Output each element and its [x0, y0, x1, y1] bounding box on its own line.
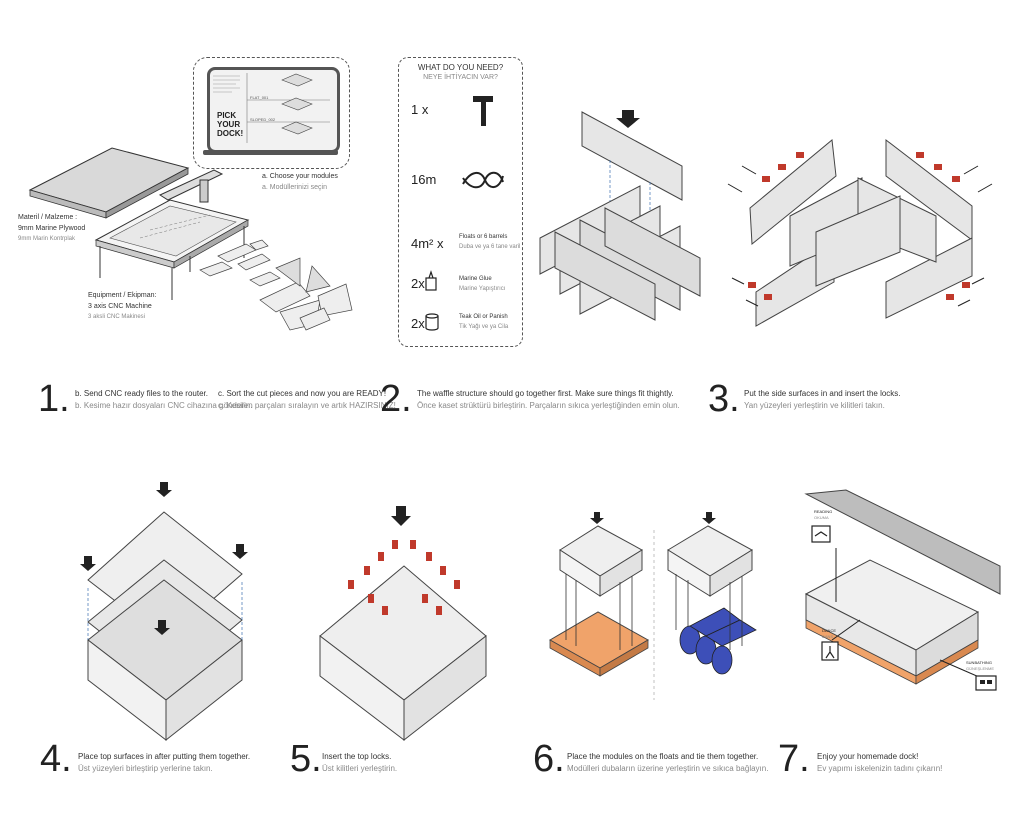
need-oil-en: Teak Oil or Panish — [459, 314, 508, 320]
requirements-title-tr: NEYE İHTİYACIN VAR? — [423, 74, 498, 81]
step1-b-tr: b. Kesime hazır dosyaları CNC cihazına g… — [75, 401, 253, 410]
step2-tr: Önce kaset strüktürü birleştirin. Parçal… — [417, 401, 680, 410]
equipment-en: 3 axis CNC Machine — [88, 303, 152, 310]
step7-tr: Ev yapımı iskelenizin tadını çıkarın! — [817, 764, 943, 773]
activity-reading-en: READING — [814, 509, 833, 514]
step2-number: 2. — [380, 378, 412, 420]
rope-icon — [462, 171, 504, 189]
step1-number: 1. — [38, 378, 70, 420]
pick-your-dock-text: PICK YOUR DOCK! — [217, 111, 244, 138]
need-qty-glue: 2x — [411, 276, 425, 291]
step3-tr: Yan yüzeyleri yerleştirin ve kilitleri t… — [744, 401, 885, 410]
activity-sunbathing-tr: GÜNEŞLENME — [966, 666, 995, 671]
activity-dance-tr: DANS — [822, 634, 834, 639]
step1-b-en: b. Send CNC ready files to the router. — [75, 389, 208, 398]
need-floats-tr: Duba ve ya 6 tane varil — [459, 244, 521, 250]
choose-modules-en: a. Choose your modules — [262, 173, 338, 180]
glue-bottle-icon — [425, 270, 437, 291]
step6-number: 6. — [533, 738, 565, 780]
need-floats-en: Floats or 6 barrels — [459, 234, 508, 240]
step7-number: 7. — [778, 738, 810, 780]
activity-dance-en: DANCE — [822, 628, 837, 633]
step1-c-tr: c. Kesilen parçaları sıralayın ve artık … — [218, 401, 396, 410]
need-oil-tr: Tik Yağı ve ya Cila — [459, 324, 509, 330]
need-glue-en: Marine Glue — [459, 276, 492, 282]
need-qty-hammer: 1 x — [411, 102, 429, 117]
equipment-label: Equipment / Ekipman: — [88, 292, 157, 299]
oil-can-icon — [425, 313, 439, 331]
need-qty-floats: 4m² x — [411, 236, 444, 251]
step5-number: 5. — [290, 738, 322, 780]
step4-number: 4. — [40, 738, 72, 780]
step6-en: Place the modules on the floats and tie … — [567, 752, 759, 761]
need-qty-oil: 2x — [411, 316, 425, 331]
hammer-icon — [473, 96, 493, 126]
screen-label-1: FLAT_001 — [250, 95, 269, 100]
screen-label-2: SLOPED_002 — [250, 117, 276, 122]
module-selection-frame — [193, 57, 350, 169]
requirements-title-en: WHAT DO YOU NEED? — [417, 63, 504, 72]
step4-tr: Üst yüzeyleri birleştirip yerlerine takı… — [78, 764, 213, 773]
step2-en: The waffle structure should go together … — [417, 389, 674, 398]
activity-reading-tr: OKUMA — [814, 515, 829, 520]
step6-tr: Modülleri dubaların üzerine yerleştirin … — [567, 764, 769, 773]
material-label: Materil / Malzeme : — [18, 214, 78, 221]
requirements-box: WHAT DO YOU NEED? NEYE İHTİYACIN VAR? 1 … — [398, 57, 523, 347]
step3-en: Put the side surfaces in and insert the … — [744, 389, 901, 398]
step5-tr: Üst kilitleri yerleştirin. — [322, 764, 398, 773]
need-glue-tr: Marine Yapıştırıcı — [459, 286, 506, 292]
material-en: 9mm Marine Plywood — [18, 225, 86, 232]
step5-en: Insert the top locks. — [322, 752, 392, 761]
step1-c-en: c. Sort the cut pieces and now you are R… — [218, 389, 387, 398]
step7-en: Enjoy your homemade dock! — [817, 752, 919, 761]
step3-number: 3. — [708, 378, 740, 420]
laptop-screen[interactable] — [207, 67, 340, 153]
equipment-tr: 3 aksli CNC Makinesi — [88, 314, 146, 320]
material-tr: 9mm Marin Kontrplak — [18, 236, 76, 242]
step4-en: Place top surfaces in after putting them… — [78, 752, 251, 761]
laptop-base — [203, 150, 338, 155]
need-qty-rope: 16m — [411, 172, 437, 187]
choose-modules-tr: a. Modüllerinizi seçin — [262, 184, 327, 191]
activity-sunbathing-en: SUNBATHING — [966, 660, 992, 665]
